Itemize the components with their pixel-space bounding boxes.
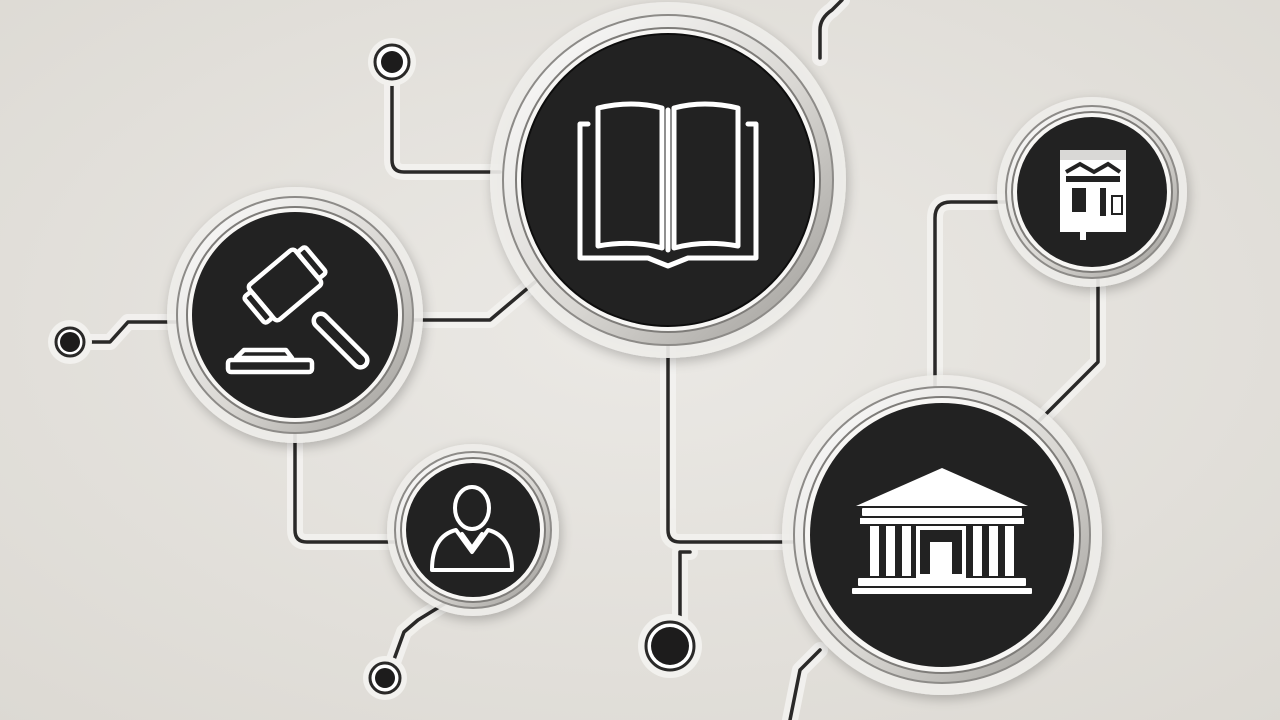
open-book-icon: [577, 101, 759, 269]
connector-book-to-top-dot: [390, 60, 502, 174]
node-justice: [167, 187, 423, 443]
node-person: [387, 444, 559, 616]
node-courthouse: [782, 375, 1102, 695]
gavel-icon: [225, 245, 370, 375]
connector-gavel-to-person: [293, 418, 402, 544]
terminal-dots: [48, 38, 702, 700]
node-document: [997, 97, 1187, 287]
connector-courthouse-to-document: [933, 200, 1012, 392]
terminal-dot-left: [48, 320, 92, 364]
terminal-dot-top: [368, 38, 416, 86]
connector-gavel-to-book: [408, 280, 537, 322]
lawyer-icon: [430, 485, 514, 572]
connector-courthouse-to-document-right: [1038, 276, 1100, 422]
connector-courthouse-bottom-exit: [788, 648, 822, 720]
terminal-dot-bottom-center: [638, 614, 702, 678]
terminal-dot-bottom-left: [363, 656, 407, 700]
courthouse-icon: [852, 468, 1032, 594]
connector-book-to-courthouse: [666, 338, 802, 544]
connector-book-top-exit: [818, 0, 844, 60]
legal-document-icon: [1060, 150, 1126, 240]
node-law-book: [490, 2, 846, 358]
